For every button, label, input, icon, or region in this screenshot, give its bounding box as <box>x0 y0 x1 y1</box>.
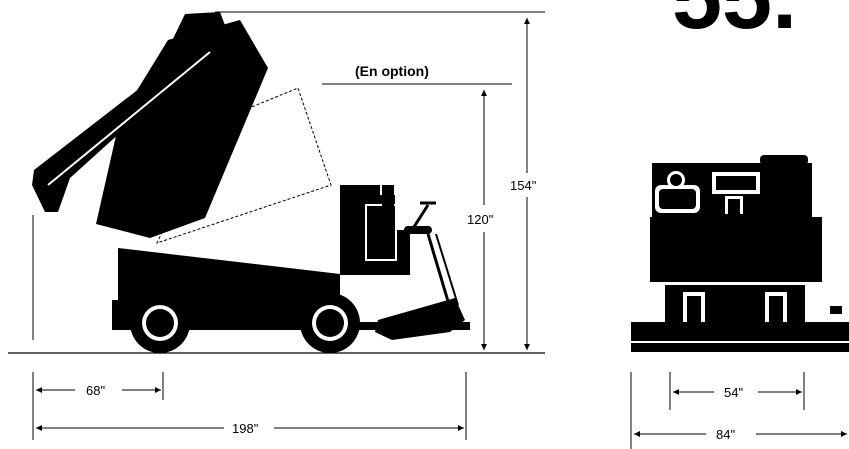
chassis <box>112 248 470 330</box>
front-blade <box>375 298 465 340</box>
steering-column-front <box>728 199 740 214</box>
operator-head <box>670 174 682 186</box>
front-blade-base <box>631 322 849 352</box>
lower-window-right-inner <box>769 296 783 322</box>
dim-wheelbase-label: 68" <box>86 383 105 398</box>
middle-body <box>650 217 822 282</box>
front-view: 54" 84" <box>630 155 849 449</box>
seat-back <box>382 185 394 210</box>
conveyor-boom <box>32 30 225 212</box>
front-wheel <box>300 293 360 353</box>
seat-inner <box>659 189 696 209</box>
optional-tank-outline <box>156 87 332 244</box>
blade-arm-2 <box>435 233 459 306</box>
dim-total-length-label: 198" <box>232 421 259 436</box>
lower-window-left-inner <box>687 296 701 322</box>
dim-total-height-label: 154" <box>510 178 537 193</box>
heading-fragment: 55. <box>672 0 797 48</box>
side-view: (En option) 120" 154" 68" 198" <box>8 11 545 440</box>
dim-total-width-label: 84" <box>716 427 735 442</box>
blade-arm <box>426 233 452 309</box>
cab-window <box>365 204 397 261</box>
steering-column <box>410 204 430 231</box>
cab-roof <box>760 155 808 165</box>
steering-box <box>716 176 756 190</box>
boom-highlight <box>47 51 211 186</box>
dim-optional-height-label: 120" <box>467 212 494 227</box>
raised-tank <box>96 20 268 238</box>
operator-seat <box>404 226 432 234</box>
optional-label: (En option) <box>355 63 429 79</box>
rear-wheel <box>130 293 190 353</box>
tank-lid <box>170 12 226 45</box>
side-block <box>830 306 842 314</box>
dim-inner-width-label: 54" <box>724 385 743 400</box>
cab <box>340 185 410 275</box>
